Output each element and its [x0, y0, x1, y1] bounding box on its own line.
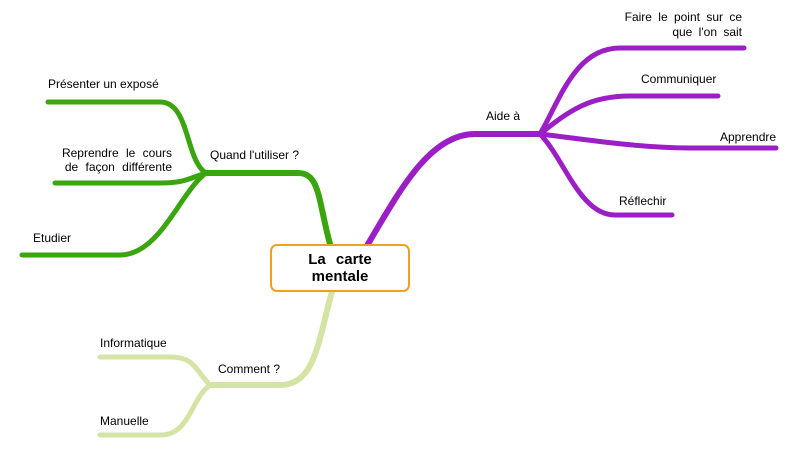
connector-aide-to-communiquer: [537, 93, 721, 137]
branch-label-comment[interactable]: Comment ?: [218, 362, 281, 376]
leaf-manuelle[interactable]: Manuelle: [100, 414, 149, 428]
branch-label-aide[interactable]: Aide à: [486, 109, 521, 123]
connector-aide-to-apprendre: [537, 131, 779, 151]
leaf-presenter-expose[interactable]: Présenter un exposé: [48, 77, 159, 91]
connector-center-to-quand: [203, 170, 333, 247]
leaf-apprendre[interactable]: Apprendre: [720, 130, 777, 144]
leaf-reflechir[interactable]: Réflechir: [619, 194, 667, 208]
branch-label-quand[interactable]: Quand l'utiliser ?: [210, 148, 300, 162]
leaf-informatique[interactable]: Informatique: [100, 336, 167, 350]
branch-aide-connectors: [365, 45, 779, 247]
branch-comment-connectors: [97, 285, 336, 438]
connector-comment-to-informatique: [97, 354, 213, 388]
connector-quand-to-reprendre: [52, 170, 209, 186]
connector-quand-to-presenter: [45, 99, 209, 176]
connector-quand-to-etudier: [19, 170, 209, 258]
leaf-reprendre-cours[interactable]: Reprendre le cours de façon différente: [61, 146, 172, 174]
connector-aide-to-faire-le-point: [537, 45, 747, 137]
central-topic-title: La carte mentale: [308, 251, 372, 285]
branch-quand-connectors: [19, 99, 333, 258]
leaf-communiquer[interactable]: Communiquer: [641, 72, 717, 86]
central-topic[interactable]: La carte mentale: [270, 244, 410, 292]
connector-comment-to-manuelle: [97, 382, 213, 438]
connector-center-to-comment: [207, 285, 336, 388]
connector-center-to-aide: [365, 131, 543, 247]
connector-aide-to-reflechir: [537, 131, 675, 218]
leaf-faire-le-point[interactable]: Faire le point sur ce que l'on sait: [624, 10, 742, 39]
leaf-etudier[interactable]: Etudier: [33, 231, 72, 245]
